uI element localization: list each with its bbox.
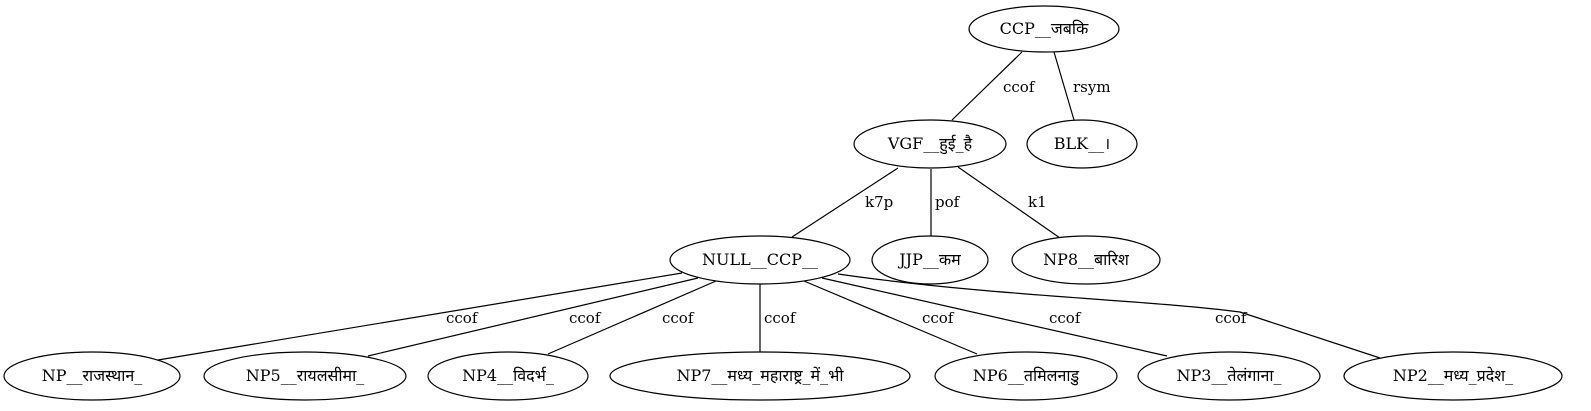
node-label: NP8__बारिश: [1043, 250, 1130, 269]
node-label: NP4__विदर्भ_: [462, 366, 554, 385]
edges: [157, 51, 1381, 361]
edge-null-np4: [547, 280, 717, 355]
edge-null-np5: [367, 277, 699, 357]
node-np7: NP7__मध्य_महाराष्ट्र_में_भी: [609, 351, 911, 401]
edge-label-ccp-blk: rsym: [1073, 78, 1111, 96]
node-shape: [853, 119, 1007, 169]
node-shape: [1026, 119, 1138, 169]
node-vgf: VGF__हुई_है: [853, 119, 1007, 169]
node-label: VGF__हुई_है: [887, 134, 973, 155]
node-jjp: JJP__कम: [871, 235, 989, 285]
edge-ccp-vgf: [951, 51, 1023, 121]
edge-label-null-np: ccof: [446, 309, 479, 327]
node-shape: [3, 351, 181, 401]
node-np3: NP3__तेलंगाना_: [1137, 351, 1321, 401]
node-shape: [934, 351, 1118, 401]
node-shape: [427, 351, 589, 401]
node-shape: [968, 5, 1120, 53]
edge-label-null-np4: ccof: [662, 309, 695, 327]
node-label: JJP__कम: [897, 250, 961, 269]
edge-label-vgf-null: k7p: [865, 193, 893, 211]
node-np2: NP2__मध्य_प्रदेश_: [1343, 351, 1563, 401]
edge-label-null-np6: ccof: [922, 309, 955, 327]
node-null-ccp: NULL__CCP__: [669, 235, 851, 285]
edge-null-np3: [821, 277, 1168, 357]
edge-label-vgf-np8: k1: [1028, 193, 1047, 211]
node-np6: NP6__तमिलनाडु: [934, 351, 1118, 401]
node-label: NULL__CCP__: [702, 250, 818, 269]
node-np4: NP4__विदर्भ_: [427, 351, 589, 401]
edge-label-null-np7: ccof: [764, 309, 797, 327]
edge-label-ccp-vgf: ccof: [1003, 78, 1036, 96]
edge-null-np: [157, 272, 683, 361]
edge-label-null-np3: ccof: [1049, 309, 1082, 327]
edge-labels: ccof rsym k7p pof k1 ccof ccof ccof ccof…: [446, 78, 1248, 327]
node-shape: [1343, 351, 1563, 401]
edge-label-vgf-jjp: pof: [935, 193, 961, 211]
node-label: NP7__मध्य_महाराष्ट्र_में_भी: [676, 366, 844, 385]
edge-ccp-blk: [1053, 51, 1075, 121]
node-ccp-jabki: CCP__जबकि: [968, 5, 1120, 53]
node-label: NP3__तेलंगाना_: [1176, 366, 1281, 385]
node-shape: [669, 235, 851, 285]
node-shape: [871, 235, 989, 285]
edge-null-np2: [837, 273, 1381, 359]
edge-null-np6: [803, 280, 978, 355]
node-label: CCP__जबकि: [1000, 19, 1089, 38]
edge-label-null-np5: ccof: [569, 309, 602, 327]
node-label: NP6__तमिलनाडु: [973, 366, 1080, 386]
node-label: BLK__।: [1054, 134, 1110, 153]
node-np5: NP5__रायलसीमा_: [203, 351, 407, 401]
node-shape: [1011, 235, 1161, 285]
edge-vgf-null: [791, 167, 899, 238]
node-label: NP2__मध्य_प्रदेश_: [1393, 366, 1513, 385]
node-blk: BLK__।: [1026, 119, 1138, 169]
edge-label-null-np2: ccof: [1215, 309, 1248, 327]
node-shape: [1137, 351, 1321, 401]
node-shape: [203, 351, 407, 401]
edge-vgf-np8: [957, 166, 1061, 239]
node-np8: NP8__बारिश: [1011, 235, 1161, 285]
node-np: NP__राजस्थान_: [3, 351, 181, 401]
node-label: NP__राजस्थान_: [42, 366, 142, 385]
node-shape: [609, 351, 911, 401]
node-label: NP5__रायलसीमा_: [246, 366, 364, 385]
